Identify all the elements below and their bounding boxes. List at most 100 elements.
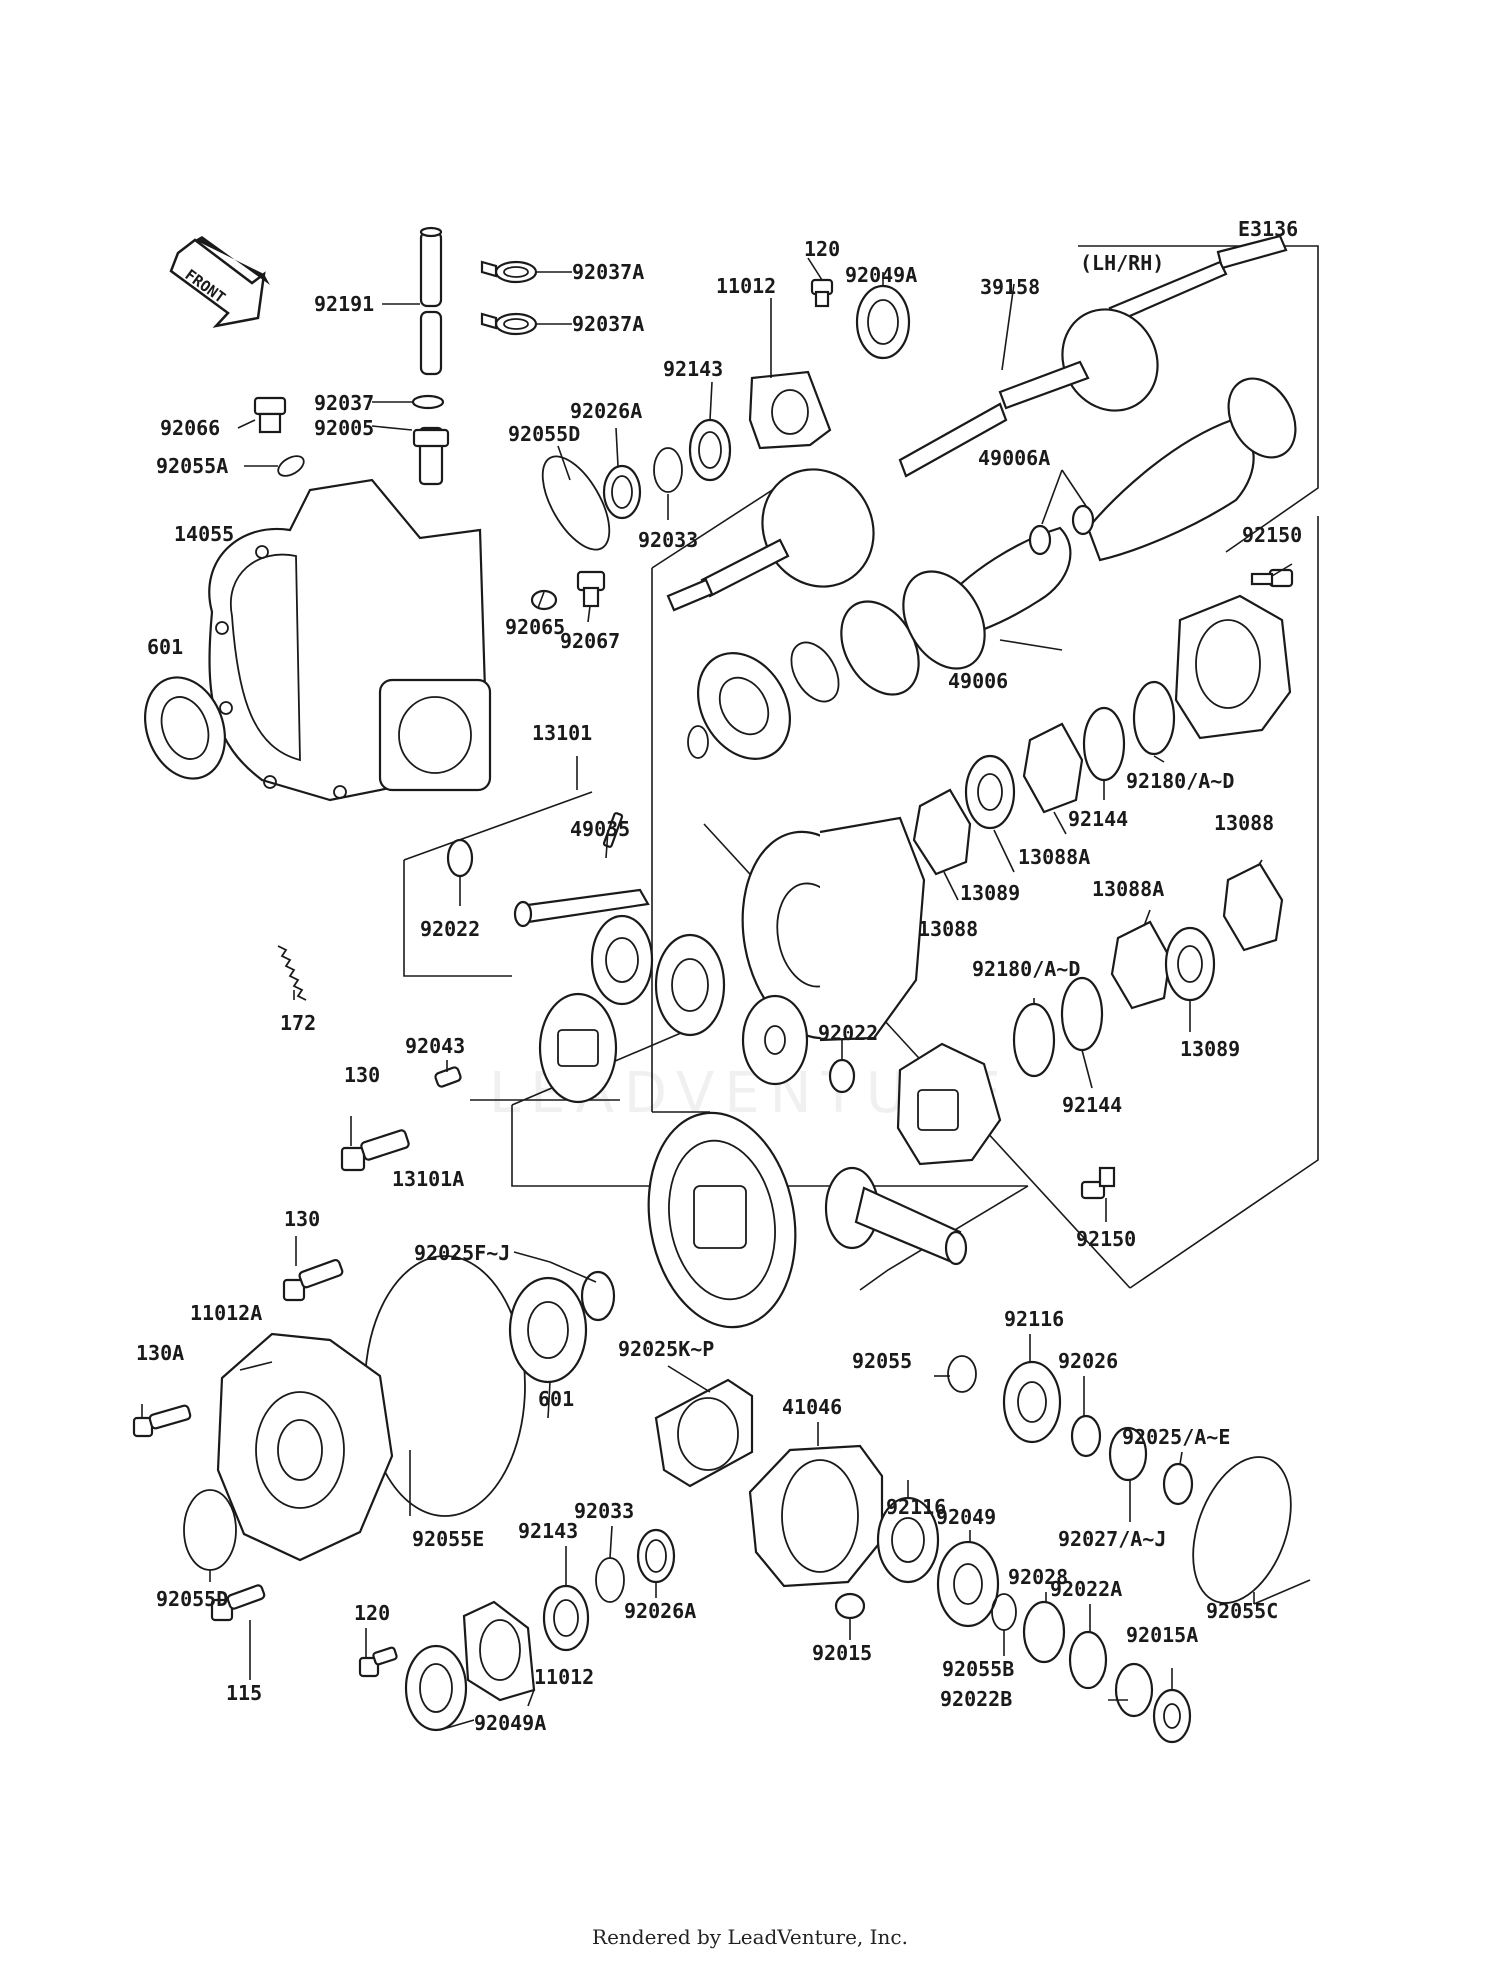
differential-housing: [208, 478, 492, 802]
cv-joint-outer: [666, 468, 875, 612]
part-label: 92055C: [1206, 1599, 1278, 1623]
hub-flange-lower: [896, 1042, 1002, 1166]
circlip-92033-lower: [595, 1557, 625, 1603]
part-label: 130: [344, 1063, 380, 1087]
bolt-92067: [576, 570, 606, 608]
washer-92065: [530, 589, 558, 611]
part-labels: 92037A 92037A 92191 92037 92005 92066 92…: [136, 237, 1302, 1735]
part-label: 49006A: [978, 446, 1050, 470]
part-label: 92055A: [156, 454, 228, 478]
bearing-92116-upper: [1002, 1360, 1062, 1444]
part-label: 92191: [314, 292, 374, 316]
part-label: 92033: [574, 1499, 634, 1523]
ring-gear: [647, 1111, 797, 1329]
bearing-601-lower: [508, 1276, 588, 1384]
pin-92043: [434, 1066, 462, 1088]
part-label: 13088: [1214, 811, 1274, 835]
part-label: 13088A: [1092, 877, 1164, 901]
part-label: 92144: [1062, 1093, 1122, 1117]
part-label: 92026: [1058, 1349, 1118, 1373]
thrust-washer-92022-center: [828, 1058, 856, 1094]
flange-11012-top: [748, 370, 832, 450]
shim-92025: [1162, 1462, 1194, 1506]
clutch-plate-13088a-top: [1022, 722, 1084, 814]
clutch-plate-13088-right: [1222, 862, 1284, 952]
part-label: 92005: [314, 416, 374, 440]
part-label: 92049A: [845, 263, 917, 287]
part-label: 92055D: [156, 1587, 228, 1611]
thrust-washer-92022-left: [446, 838, 474, 878]
bolt-130a: [132, 1404, 192, 1438]
part-label: 92049: [936, 1505, 996, 1529]
diagram-id: E3136: [1238, 217, 1298, 241]
breather-fitting: [412, 426, 450, 486]
part-label: 39158: [980, 275, 1040, 299]
part-label: 41046: [782, 1395, 842, 1419]
clamps-49006a: [1028, 504, 1095, 556]
part-label: 13088: [918, 917, 978, 941]
part-label: 13089: [960, 881, 1020, 905]
part-label: 13089: [1180, 1037, 1240, 1061]
nut-92015a: [1152, 1688, 1192, 1744]
bearing-92049a-lower: [404, 1644, 468, 1732]
part-label: 92150: [1242, 523, 1302, 547]
part-label: 92025/A~E: [1122, 1425, 1230, 1449]
pinion-gear-left: [590, 914, 654, 1006]
shim-92180-top: [1132, 680, 1176, 756]
spacer-92027: [1108, 1426, 1148, 1482]
bolt-130-left: [340, 1129, 410, 1172]
o-ring-92055b: [991, 1593, 1017, 1631]
bolt-92150-top: [1250, 568, 1294, 588]
part-label: 14055: [174, 522, 234, 546]
cv-joint-inner: [687, 652, 792, 760]
washer-92022b: [1114, 1662, 1154, 1718]
seal-92143-lower: [542, 1584, 590, 1652]
o-ring-92055c: [1192, 1456, 1292, 1604]
pinion-gear-right: [654, 933, 726, 1037]
spacer-92026: [1070, 1414, 1102, 1458]
part-label: 92055D: [508, 422, 580, 446]
o-ring-92055d-lower: [183, 1489, 237, 1571]
part-label: 92028: [1008, 1565, 1068, 1589]
bolt-120-lower: [358, 1646, 398, 1678]
part-label: 92022A: [1050, 1577, 1122, 1601]
bolt-92150-lower: [1080, 1166, 1116, 1200]
part-label: 172: [280, 1011, 316, 1035]
spring-172: [277, 945, 307, 1001]
shim-92144-right: [1060, 976, 1104, 1052]
bearing-601-top: [144, 676, 226, 780]
part-label: 92026A: [624, 1599, 696, 1623]
o-ring-92055d-top: [541, 455, 611, 551]
part-label: 92144: [1068, 807, 1128, 831]
bearing-92049: [936, 1540, 1000, 1628]
part-label: 92055B: [942, 1657, 1014, 1681]
nut-92015: [834, 1592, 866, 1620]
hub-flange-92150-top: [1174, 594, 1292, 740]
friction-disc-13089-right: [1164, 926, 1216, 1002]
part-label: 92143: [663, 357, 723, 381]
part-label: 92037: [314, 391, 374, 415]
part-label: 92025K~P: [618, 1337, 714, 1361]
shim-92025f: [580, 1270, 616, 1322]
part-label: 92026A: [570, 399, 642, 423]
part-label: 92022: [818, 1021, 878, 1045]
small-clip: [411, 394, 445, 410]
part-label: 601: [147, 635, 183, 659]
friction-disc-13089-top: [964, 754, 1016, 830]
part-label: 92116: [1004, 1307, 1064, 1331]
o-ring-small: [277, 455, 305, 477]
part-label: 13088A: [1018, 845, 1090, 869]
part-label: 601: [538, 1387, 574, 1411]
breather-hose: [419, 226, 443, 376]
side-gear-washer: [741, 994, 809, 1086]
part-label: 92049A: [474, 1711, 546, 1735]
bolt-120-top: [810, 278, 834, 308]
oil-seal-92026a: [602, 464, 642, 520]
assembly-frames: [403, 245, 1319, 1291]
part-label: 130: [284, 1207, 320, 1231]
part-label: 92043: [405, 1034, 465, 1058]
part-label: 49035: [570, 817, 630, 841]
part-label: 92066: [160, 416, 220, 440]
part-label: 92180/A~D: [972, 957, 1080, 981]
